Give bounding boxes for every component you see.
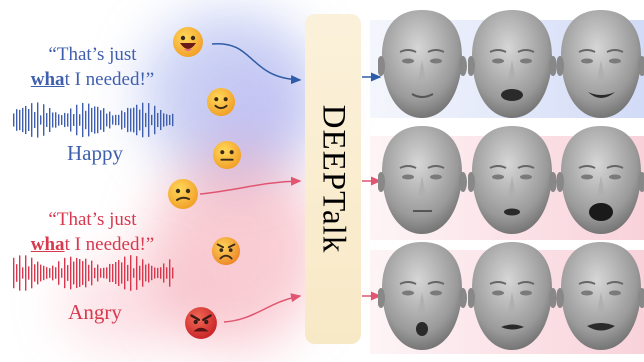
angry-quote: “That’s just what I needed!” [0, 207, 185, 257]
angry-label: Angry [68, 300, 122, 324]
confused-face-icon [168, 179, 198, 209]
angry-quote-line1: “That’s just [48, 209, 137, 230]
happy-quote-line2: what I needed!” [0, 67, 185, 92]
face-render-3-1 [378, 242, 467, 350]
deeptalk-model-box: DEEPTalk [305, 14, 361, 344]
smiling-face-icon [206, 87, 236, 117]
grinning-face-icon [173, 27, 203, 57]
face-render-2-2 [468, 126, 557, 234]
happy-label: Happy [67, 141, 123, 165]
happy-quote: “That’s just what I needed!” [0, 42, 185, 92]
face-render-3-3 [557, 242, 644, 350]
angry-audio-waveform-icon [13, 255, 174, 291]
frowning-face-icon [211, 236, 241, 266]
happy-quote-line1: “That’s just [48, 44, 137, 65]
happy-quote-rest: t I needed!” [64, 69, 155, 90]
angry-quote-line2: what I needed!” [0, 232, 185, 257]
happy-quote-emphasis: wha [30, 69, 65, 90]
happy-audio-waveform-icon [13, 102, 174, 138]
face-render-2-1 [378, 126, 467, 234]
confused-to-model-arrow [199, 176, 302, 195]
face-render-3-2 [468, 242, 557, 350]
neutral-face-icon [212, 140, 242, 170]
angry-quote-emphasis: wha [30, 234, 65, 255]
happy-to-model-arrow [211, 43, 302, 85]
face-render-2-3 [557, 126, 644, 234]
angry-face-icon [185, 307, 217, 339]
angry-to-model-arrow [223, 293, 302, 323]
face-render-1-1 [378, 10, 467, 118]
model-name: DEEPTalk [315, 104, 352, 254]
face-render-1-3 [557, 10, 644, 118]
angry-quote-rest: t I needed!” [64, 234, 155, 255]
face-render-1-2 [468, 10, 557, 118]
